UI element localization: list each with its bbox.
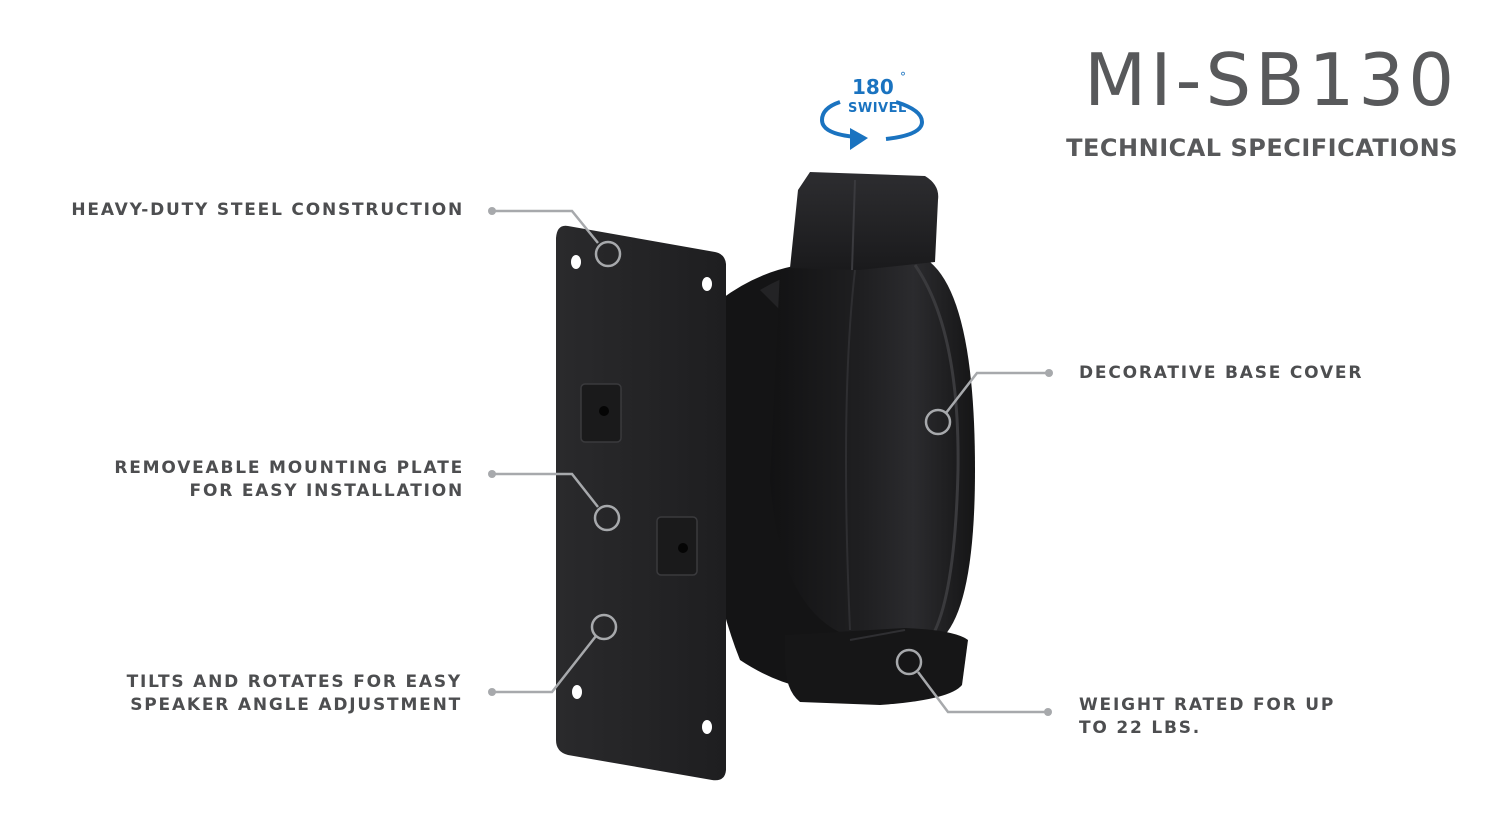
callout-heavy-duty-steel: HEAVY-DUTY STEEL CONSTRUCTION	[71, 199, 464, 222]
base-cover	[785, 628, 968, 705]
callout-weight-rating: WEIGHT RATED FOR UP TO 22 LBS.	[1079, 694, 1335, 740]
leader-lines	[488, 207, 1053, 716]
callout-line: SPEAKER ANGLE ADJUSTMENT	[130, 695, 462, 715]
swivel-degrees: 180	[852, 75, 894, 99]
callout-line: FOR EASY INSTALLATION	[189, 481, 464, 501]
swivel-label: SWIVEL	[848, 101, 907, 116]
callout-ring-icon	[590, 613, 618, 641]
page-subtitle: TECHNICAL SPECIFICATIONS	[1066, 134, 1458, 162]
top-cap	[790, 172, 939, 271]
callout-line: TO 22 LBS.	[1079, 718, 1202, 738]
callout-decorative-cover: DECORATIVE BASE COVER	[1079, 362, 1363, 385]
callout-tilts-rotates: TILTS AND ROTATES FOR EASY SPEAKER ANGLE…	[127, 671, 462, 717]
callout-ring-icon	[895, 648, 923, 676]
product-model-title: MI-SB130	[1084, 38, 1458, 122]
callout-line: HEAVY-DUTY STEEL CONSTRUCTION	[71, 200, 464, 220]
base-body	[770, 259, 975, 641]
mounting-plate	[556, 225, 726, 781]
callout-ring-icon	[924, 408, 952, 436]
degree-symbol: °	[900, 70, 906, 84]
callout-ring-icon	[593, 504, 621, 532]
callout-ring-icon	[594, 240, 622, 268]
callout-removeable-plate: REMOVEABLE MOUNTING PLATE FOR EASY INSTA…	[114, 457, 464, 503]
callout-line: REMOVEABLE MOUNTING PLATE	[114, 458, 464, 478]
callout-line: TILTS AND ROTATES FOR EASY	[126, 672, 462, 692]
swivel-arrow-icon	[819, 100, 925, 150]
swivel-badge: 180 ° SWIVEL	[812, 68, 932, 158]
callout-line: WEIGHT RATED FOR UP	[1079, 695, 1336, 715]
callout-line: DECORATIVE BASE COVER	[1079, 363, 1364, 383]
